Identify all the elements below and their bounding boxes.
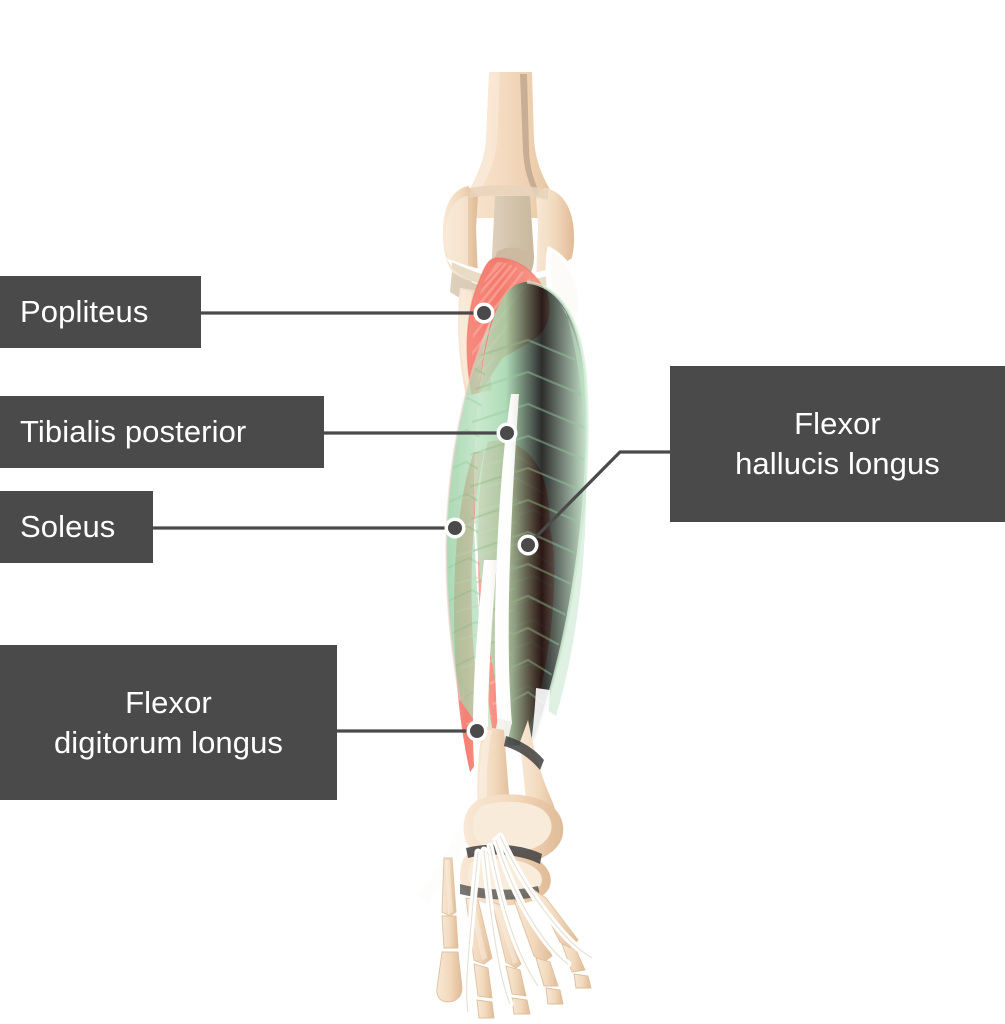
label-tibialis-posterior-text: Tibialis posterior bbox=[20, 414, 247, 450]
marker-dot-tibialis-posterior[interactable] bbox=[500, 426, 514, 440]
leader-lines-group bbox=[153, 302, 670, 742]
soleus-lateral-sliver bbox=[544, 300, 587, 716]
marker-dot-flexor-hallucis-longus[interactable] bbox=[521, 538, 535, 552]
soleus-muscle bbox=[445, 280, 589, 752]
marker-dot-flexor-digitorum-longus[interactable] bbox=[470, 724, 484, 738]
label-flexor-hallucis-longus[interactable]: Flexor hallucis longus bbox=[670, 366, 1005, 522]
label-flexor-digitorum-longus-text: Flexor digitorum longus bbox=[53, 684, 284, 760]
label-tibialis-posterior[interactable]: Tibialis posterior bbox=[0, 396, 324, 468]
marker-dot-popliteus[interactable] bbox=[477, 306, 491, 320]
femur-bone bbox=[466, 72, 560, 218]
marker-dot-soleus[interactable] bbox=[448, 521, 462, 535]
label-flexor-digitorum-longus[interactable]: Flexor digitorum longus bbox=[0, 645, 337, 800]
label-popliteus[interactable]: Popliteus bbox=[0, 276, 201, 348]
phalanges bbox=[436, 915, 592, 1019]
label-soleus-text: Soleus bbox=[20, 509, 116, 545]
label-popliteus-text: Popliteus bbox=[20, 294, 149, 330]
leader-line-flexor-hallucis-longus bbox=[526, 450, 670, 547]
label-flexor-hallucis-longus-text: Flexor hallucis longus bbox=[735, 406, 940, 481]
label-soleus[interactable]: Soleus bbox=[0, 491, 153, 563]
toe-flexor-tendons-outline bbox=[465, 835, 593, 1013]
